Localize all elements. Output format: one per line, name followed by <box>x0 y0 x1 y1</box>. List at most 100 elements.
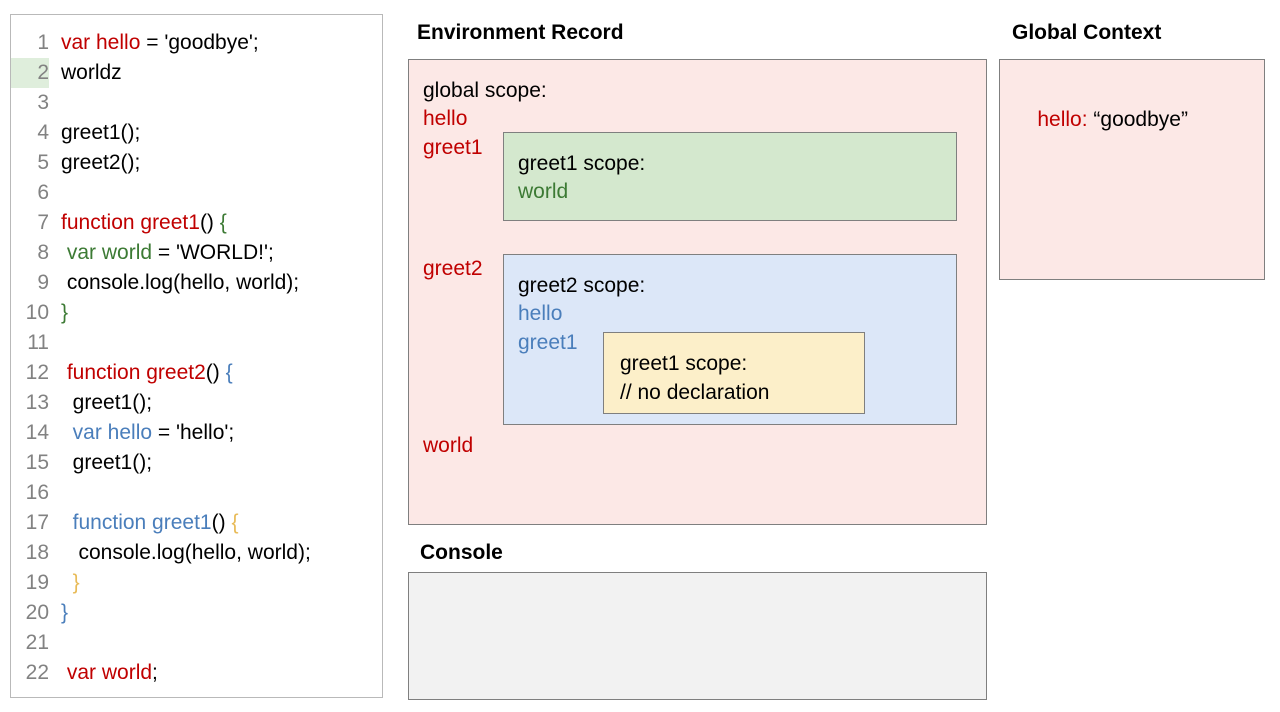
code-line-text: var hello = 'goodbye'; <box>49 28 259 58</box>
code-token: function greet1 <box>72 511 212 534</box>
code-token: } <box>61 301 69 324</box>
code-token: greet1(); <box>61 391 153 414</box>
global-context-entry-key: hello: <box>1037 108 1088 131</box>
global-scope-box: global scope: hello greet1 greet2 world … <box>408 59 987 525</box>
greet1-binding-world: world <box>518 180 569 203</box>
code-line[interactable]: 19 } <box>11 568 382 598</box>
code-line[interactable]: 17 function greet1() { <box>11 508 382 538</box>
code-token: ; <box>152 661 158 684</box>
code-line-text: function greet2() { <box>49 358 233 388</box>
code-token: { <box>219 211 227 234</box>
code-line[interactable]: 6 <box>11 178 382 208</box>
code-line[interactable]: 16 <box>11 478 382 508</box>
console-output-box[interactable] <box>408 572 987 700</box>
code-line-text: } <box>49 598 68 628</box>
code-token: function greet1 <box>61 211 200 234</box>
code-line[interactable]: 7 function greet1() { <box>11 208 382 238</box>
code-token <box>61 511 73 534</box>
code-token: } <box>72 571 80 594</box>
code-line[interactable]: 9 console.log(hello, world); <box>11 268 382 298</box>
code-line-text: worldz <box>49 58 122 88</box>
greet2-scope-label: greet2 scope: <box>518 274 646 297</box>
code-token: = 'hello'; <box>152 421 235 444</box>
code-line-text: var hello = 'hello'; <box>49 418 235 448</box>
console-title: Console <box>420 541 503 564</box>
line-number: 5 <box>37 151 49 174</box>
code-line-text: console.log(hello, world); <box>49 268 299 298</box>
global-context-entry-value: “goodbye” <box>1093 108 1188 131</box>
code-token: worldz <box>61 61 122 84</box>
code-token <box>61 421 73 444</box>
code-line-text: greet1(); <box>49 388 152 418</box>
code-token: var hello <box>61 31 141 54</box>
line-number: 4 <box>37 121 49 144</box>
line-number: 21 <box>25 631 49 654</box>
code-line[interactable]: 22 var world; <box>11 658 382 688</box>
code-line[interactable]: 18 console.log(hello, world); <box>11 538 382 568</box>
code-line-text: } <box>49 568 80 598</box>
code-token: greet1(); <box>61 451 153 474</box>
global-binding-greet1: greet1 <box>423 136 483 159</box>
code-line[interactable]: 2 worldz <box>11 58 382 88</box>
code-line-text: greet1(); <box>49 118 140 148</box>
code-token: var world <box>66 241 153 264</box>
code-line-text: greet2(); <box>49 148 140 178</box>
line-number: 15 <box>25 451 49 474</box>
code-token: console.log(hello, world); <box>61 541 311 564</box>
code-line[interactable]: 15 greet1(); <box>11 448 382 478</box>
code-line[interactable]: 21 <box>11 628 382 658</box>
line-number: 6 <box>37 181 49 204</box>
global-scope-label: global scope: <box>423 79 547 102</box>
line-number: 17 <box>25 511 49 534</box>
greet1-scope-label: greet1 scope: <box>518 152 646 175</box>
greet1-inner-scope-label: greet1 scope: <box>620 352 748 375</box>
greet2-binding-greet1: greet1 <box>518 331 578 354</box>
code-line[interactable]: 3 <box>11 88 382 118</box>
line-number: 19 <box>25 571 49 594</box>
global-context-title: Global Context <box>1012 21 1162 44</box>
global-context-entry: hello: “goodbye” <box>1014 76 1188 163</box>
code-token: () <box>199 211 220 234</box>
code-token: = 'WORLD!'; <box>152 241 274 264</box>
line-number: 14 <box>25 421 49 444</box>
line-number: 2 <box>11 58 49 88</box>
line-number: 12 <box>25 361 49 384</box>
code-token: { <box>231 511 239 534</box>
line-number: 16 <box>25 481 49 504</box>
line-number: 8 <box>37 241 49 264</box>
global-binding-hello: hello <box>423 107 468 130</box>
code-line[interactable]: 11 <box>11 328 382 358</box>
global-context-box: hello: “goodbye” <box>999 59 1265 280</box>
code-token: () <box>205 361 226 384</box>
code-line[interactable]: 14 var hello = 'hello'; <box>11 418 382 448</box>
code-token: var world <box>66 661 153 684</box>
code-token: = 'goodbye'; <box>140 31 259 54</box>
line-number: 3 <box>37 91 49 114</box>
line-number: 20 <box>25 601 49 624</box>
code-line-text: greet1(); <box>49 448 152 478</box>
code-line-text: console.log(hello, world); <box>49 538 311 568</box>
code-token: greet2(); <box>61 151 141 174</box>
greet1-inner-scope-box: greet1 scope: // no declaration <box>603 332 865 414</box>
line-number: 13 <box>25 391 49 414</box>
code-token <box>61 571 73 594</box>
code-line[interactable]: 8 var world = 'WORLD!'; <box>11 238 382 268</box>
code-line[interactable]: 5 greet2(); <box>11 148 382 178</box>
code-token: console.log(hello, world); <box>61 271 300 294</box>
line-number: 7 <box>37 211 49 234</box>
code-line[interactable]: 20} <box>11 598 382 628</box>
code-line[interactable]: 13 greet1(); <box>11 388 382 418</box>
code-line[interactable]: 12 function greet2() { <box>11 358 382 388</box>
code-token: { <box>225 361 233 384</box>
line-number: 10 <box>25 301 49 324</box>
code-line-text: var world = 'WORLD!'; <box>49 238 274 268</box>
code-line-text: function greet1() { <box>49 508 239 538</box>
code-line[interactable]: 10} <box>11 298 382 328</box>
greet2-scope-box: greet2 scope: hello greet1 greet1 scope:… <box>503 254 957 425</box>
greet2-binding-hello: hello <box>518 302 563 325</box>
code-line-text: var world; <box>49 658 158 688</box>
